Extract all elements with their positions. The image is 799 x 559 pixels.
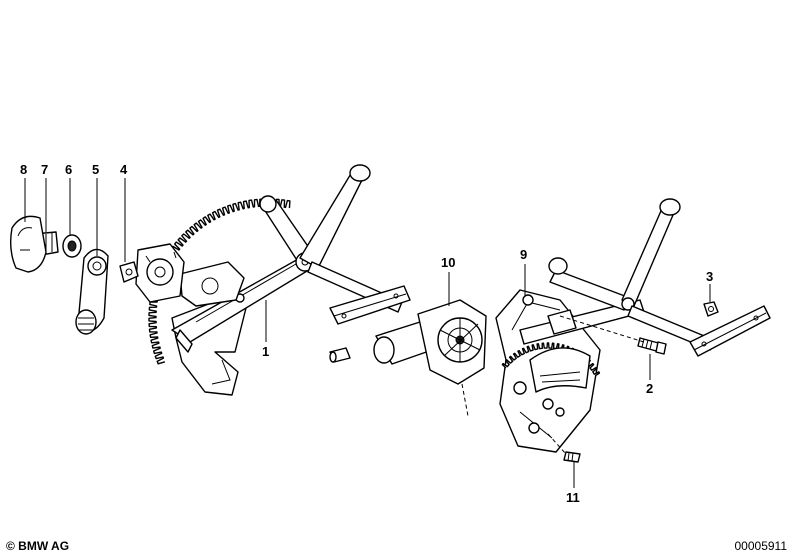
callout-8: 8 bbox=[20, 162, 27, 177]
part-5-crank-handle[interactable] bbox=[75, 248, 109, 335]
callout-5: 5 bbox=[92, 162, 99, 177]
callout-7: 7 bbox=[41, 162, 48, 177]
part-6-washer[interactable] bbox=[62, 234, 82, 258]
diagram-id: 00005911 bbox=[734, 539, 788, 553]
callout-4: 4 bbox=[120, 162, 128, 177]
callout-3: 3 bbox=[706, 269, 713, 284]
callout-11: 11 bbox=[566, 490, 580, 505]
part-10-window-motor[interactable] bbox=[329, 299, 487, 385]
part-8-handle-cover[interactable] bbox=[9, 215, 47, 273]
copyright-text: © BMW AG bbox=[6, 539, 70, 553]
window-regulator-left[interactable] bbox=[135, 164, 411, 396]
callout-10: 10 bbox=[441, 255, 455, 270]
leader-lines bbox=[24, 178, 711, 488]
callout-9: 9 bbox=[520, 247, 527, 262]
part-9-window-regulator-right[interactable] bbox=[495, 198, 771, 453]
part-11-screw[interactable] bbox=[563, 451, 581, 463]
callout-6: 6 bbox=[65, 162, 72, 177]
part-3-nut[interactable] bbox=[703, 301, 719, 317]
callout-2: 2 bbox=[646, 381, 653, 396]
callout-1: 1 bbox=[262, 344, 269, 359]
part-2-bolt[interactable] bbox=[637, 337, 667, 355]
part-4-nut[interactable] bbox=[119, 261, 139, 283]
